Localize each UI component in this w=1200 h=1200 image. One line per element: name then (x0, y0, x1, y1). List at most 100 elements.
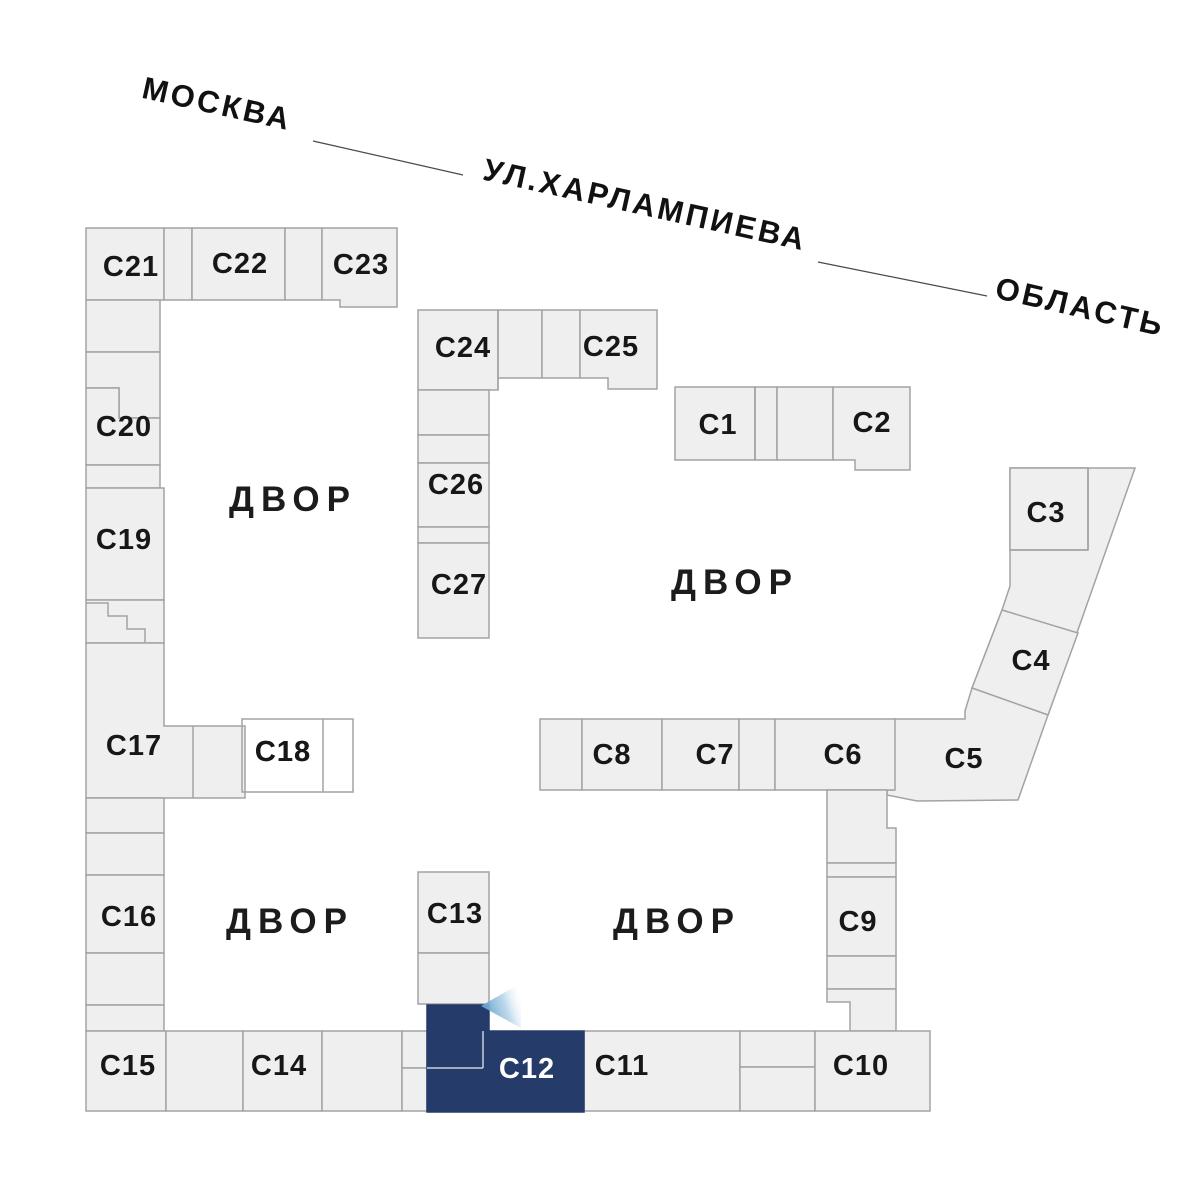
left-wing (85, 227, 246, 1032)
right-band (886, 467, 1137, 802)
building-label-c6: С6 (823, 739, 862, 771)
building-label-c2: С2 (852, 407, 891, 439)
building-c6[interactable] (774, 718, 896, 791)
building-cell (826, 988, 897, 1032)
building-c25[interactable] (579, 309, 658, 390)
building-cell (284, 227, 323, 301)
building-cell (739, 1066, 816, 1112)
building-cell (539, 718, 583, 791)
building-cell (163, 227, 193, 301)
building-label-c5: С5 (944, 743, 983, 775)
building-label-c11: С11 (595, 1050, 650, 1082)
building-label-c3: С3 (1026, 497, 1065, 529)
courtyard-label: ДВОР (613, 902, 741, 941)
building-cell (754, 386, 778, 461)
courtyard-label: ДВОР (229, 480, 357, 519)
building-cell (497, 309, 543, 379)
building-cell (826, 862, 897, 878)
building-c18[interactable] (241, 718, 354, 793)
building-labels: С1 С2 С3 С4 С5 С6 С7 С8 С9 С10 С11 С12 С… (96, 248, 1065, 1085)
building-cell (738, 718, 776, 791)
building-c16[interactable] (85, 874, 165, 954)
middle-wing (539, 718, 896, 791)
courtyard-label: ДВОР (671, 563, 799, 602)
building-c23[interactable] (321, 227, 398, 308)
building-label-c26: С26 (428, 469, 484, 501)
building-label-c22: С22 (212, 248, 268, 280)
building-cell (776, 386, 834, 461)
top-wing (163, 227, 398, 308)
cell-divider-lines (497, 310, 1089, 551)
building-label-c21: С21 (103, 251, 159, 283)
building-c27[interactable] (417, 542, 490, 639)
building-cell (321, 1030, 403, 1112)
building-label-c24: С24 (435, 332, 491, 364)
direction-moscow-label: МОСКВА (139, 70, 295, 137)
building-label-c8: С8 (592, 739, 631, 771)
building-cell (541, 309, 581, 379)
building-c1[interactable] (674, 386, 756, 461)
building-label-c17: С17 (106, 730, 162, 762)
stair-step-detail (86, 602, 146, 643)
c18-block: С18 (241, 718, 354, 793)
building-cell (417, 526, 490, 544)
building-cell (417, 952, 490, 1005)
direction-oblast-label: ОБЛАСТЬ (992, 270, 1168, 343)
building-cell (85, 832, 165, 876)
building-label-c13: С13 (427, 898, 483, 930)
building-label-c20: С20 (96, 411, 152, 443)
building-c17[interactable] (85, 642, 246, 799)
building-c10[interactable] (814, 1030, 931, 1112)
building-cell (85, 1004, 165, 1032)
building-label-c27: С27 (431, 569, 487, 601)
street-line-left (312, 140, 464, 176)
building-label-c10: С10 (833, 1050, 889, 1082)
building-cell (417, 434, 490, 464)
building-label-c25: С25 (583, 331, 639, 363)
building-label-c7: С7 (695, 739, 734, 771)
building-cell (417, 389, 490, 436)
building-c24[interactable] (417, 309, 499, 391)
building-c19[interactable] (85, 487, 165, 601)
building-cell (401, 1067, 428, 1112)
building-c2[interactable] (832, 386, 911, 471)
building-cell (85, 299, 161, 353)
building-label-c18: С18 (255, 736, 311, 768)
building-cell (85, 952, 165, 1006)
building-c21[interactable] (85, 227, 165, 301)
building-cell (165, 1030, 244, 1112)
building-label-c4: С4 (1011, 645, 1050, 677)
building-c8[interactable] (581, 718, 663, 791)
street-annotation: МОСКВА УЛ.ХАРЛАМПИЕВА ОБЛАСТЬ (139, 70, 1168, 343)
building-label-c14: С14 (251, 1050, 307, 1082)
building-label-c18: С18 (255, 736, 311, 768)
building-cell (401, 1030, 428, 1069)
courtyard-labels: ДВОР ДВОР ДВОР ДВОР (226, 480, 799, 941)
building-cell (826, 955, 897, 990)
building-cell (826, 789, 897, 864)
building-label-c15: С15 (100, 1050, 156, 1082)
c13-column (417, 871, 490, 1005)
c24-wing (417, 309, 658, 639)
building-label-c19: С19 (96, 524, 152, 556)
bottom-wing (85, 1030, 931, 1112)
building-c11[interactable] (583, 1030, 741, 1112)
building-label-c9: С9 (838, 906, 877, 938)
street-line-right (817, 261, 988, 297)
selection-pointer-icon (481, 983, 521, 1028)
building-label-c12: С12 (499, 1053, 555, 1085)
building-cell (85, 599, 165, 644)
building-cell (85, 797, 165, 834)
building-label-c1: С1 (698, 409, 737, 441)
building-cell (739, 1030, 816, 1068)
building-c22[interactable] (191, 227, 286, 301)
building-c14[interactable] (242, 1030, 323, 1112)
building-c15[interactable] (85, 1030, 167, 1112)
building-label-c23: С23 (333, 249, 389, 281)
c1-wing (674, 386, 911, 471)
building-cell (85, 464, 161, 489)
courtyard-label: ДВОР (226, 902, 354, 941)
street-name-label: УЛ.ХАРЛАМПИЕВА (480, 152, 810, 258)
building-label-c16: С16 (101, 901, 157, 933)
